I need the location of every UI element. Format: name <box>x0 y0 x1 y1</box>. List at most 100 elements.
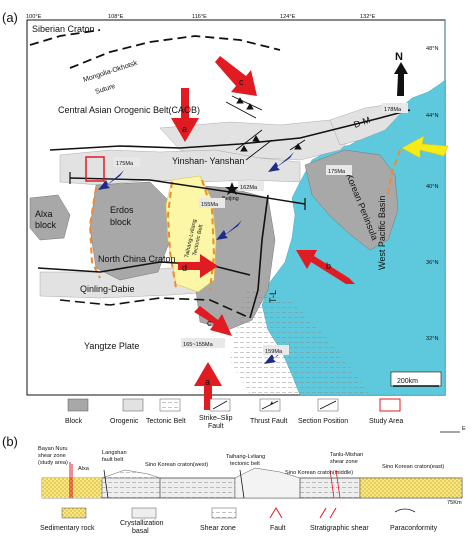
label-erdos-1: Erdos <box>110 205 134 215</box>
section-taihang-1: Taihang-Lvliang <box>226 454 265 460</box>
yellow-arrow <box>401 135 449 159</box>
age-159: 159Ma <box>265 349 283 355</box>
thrust-faults <box>225 95 306 161</box>
legend-stratigraphic: Stratigraphic shear <box>310 525 369 532</box>
orange-margin-west <box>88 187 101 279</box>
red-arrow-c-top <box>215 56 257 96</box>
orange-margin-korea <box>387 149 401 196</box>
section-bayan-2: shear zone <box>38 453 66 459</box>
lat-44: 44°N <box>426 113 439 119</box>
arrow-label-a-bottom: a <box>205 377 210 387</box>
age-155: 155Ma <box>201 202 219 208</box>
label-caob: Central Asian Orogenic Belt(CAOB) <box>58 105 200 115</box>
mongolia-suture <box>69 35 281 69</box>
blue-arrow-2 <box>268 152 294 172</box>
erdos-block <box>89 181 171 281</box>
age-178: 178Ma <box>384 107 402 113</box>
section-skm: Sino Korean craton(middle) <box>285 470 353 476</box>
red-arrow-c-bottom <box>194 306 232 336</box>
blue-arrow-4 <box>264 344 290 364</box>
north-arrow <box>394 62 408 96</box>
north-label: N <box>395 51 403 63</box>
age-165-155: 165~155Ma <box>183 342 214 348</box>
label-wpb: West Pacific Basin <box>377 196 387 270</box>
arrow-label-c-top: c <box>239 77 244 87</box>
panel-b-label: (b) <box>2 434 18 449</box>
legend-sedimentary: Sedimentary rock <box>40 525 95 532</box>
orange-margin-east <box>201 179 216 291</box>
label-erdos-2: block <box>110 217 132 227</box>
arrow-label-b: b <box>326 261 331 271</box>
label-ncc: North China Craton <box>98 254 176 264</box>
panel-a-label: (a) <box>2 10 18 25</box>
fault-qinling-n <box>37 261 251 276</box>
legend-block: Block <box>65 418 83 425</box>
arrow-label-d: d <box>182 263 187 273</box>
orange-margin-taihang <box>166 181 177 289</box>
lat-36: 36°N <box>426 260 439 266</box>
lon-132: 132°E <box>360 14 376 20</box>
arrow-label-c-bottom: c <box>207 318 212 328</box>
age-175-right: 175Ma <box>328 169 346 175</box>
arrow-label-a-top: a <box>182 124 187 134</box>
lon-100: 100°E <box>26 14 42 20</box>
section-langshan-2: fault belt <box>102 457 124 463</box>
lon-124: 124°E <box>280 14 296 20</box>
legend-row-1: Block Orogenic Tectonic Belt Strike–Slip… <box>65 398 403 430</box>
red-arrow-a-top <box>171 88 199 142</box>
blue-arrow-3 <box>216 220 242 240</box>
legend-orogenic: Orogenic <box>110 418 139 425</box>
label-yinshan: Yinshan- Yanshan <box>172 156 244 166</box>
label-qinling: Qinling-Dabie <box>80 284 135 294</box>
scale-label: 200km <box>397 378 418 385</box>
lat-40: 40°N <box>426 184 439 190</box>
study-area-box <box>85 156 105 182</box>
section-tanlu-2: shear zone <box>330 459 358 465</box>
alxa-block <box>29 194 71 241</box>
section-bayan-1: Bayan Nuru <box>38 446 68 452</box>
blue-arrow-1 <box>98 170 124 190</box>
age-175-left: 175Ma <box>116 161 134 167</box>
section-e: E <box>462 426 466 432</box>
section-langshan-1: Langshan <box>102 450 127 456</box>
label-yangtze: Yangtze Plate <box>84 341 139 351</box>
orogenic-east <box>329 103 403 146</box>
red-arrow-b <box>296 250 355 284</box>
legend-section: Section Position <box>298 418 348 425</box>
section-scale: 75Km <box>447 500 462 506</box>
section-ske: Sino Korean craton(east) <box>382 464 444 470</box>
label-tl: T-L <box>268 290 278 303</box>
section-tanlu-1: Tanlu-Mishan <box>330 452 363 458</box>
yangtze-hatch <box>230 290 370 395</box>
lat-48: 48°N <box>426 46 439 52</box>
suture-2 <box>29 29 101 46</box>
lon-108: 108°E <box>108 14 124 20</box>
section-line <box>69 177 306 205</box>
section-alxa: Alxa <box>78 466 90 472</box>
section-taihang-2: tectonic belt <box>230 461 260 467</box>
red-arrows <box>171 56 355 410</box>
label-alxa-2: block <box>35 220 57 230</box>
legend-study-area: Study Area <box>369 418 403 425</box>
fault-qinling-s <box>59 297 251 319</box>
arrow-letters: a c d b c a <box>182 77 331 387</box>
red-arrow-d <box>178 254 218 278</box>
section-skw: Sino Korean craton(west) <box>145 462 208 468</box>
label-beijing: Beijing <box>222 196 239 202</box>
blue-arrows <box>98 152 294 364</box>
age-labels: 175Ma 178Ma 162Ma 175Ma 155Ma 159Ma 165~… <box>114 103 408 355</box>
legend-thrust: Thrust Fault <box>250 418 287 425</box>
legend-tectonic-belt: Tectonic Belt <box>146 418 186 425</box>
label-siberian: Siberian Craton <box>32 24 95 34</box>
lat-32: 32°N <box>426 336 439 342</box>
cross-section <box>41 431 463 499</box>
legend-fault: Fault <box>270 525 286 532</box>
label-alxa-1: Alxa <box>35 209 53 219</box>
beijing-star <box>225 182 239 195</box>
age-162: 162Ma <box>240 185 258 191</box>
fault-tl <box>249 194 269 319</box>
